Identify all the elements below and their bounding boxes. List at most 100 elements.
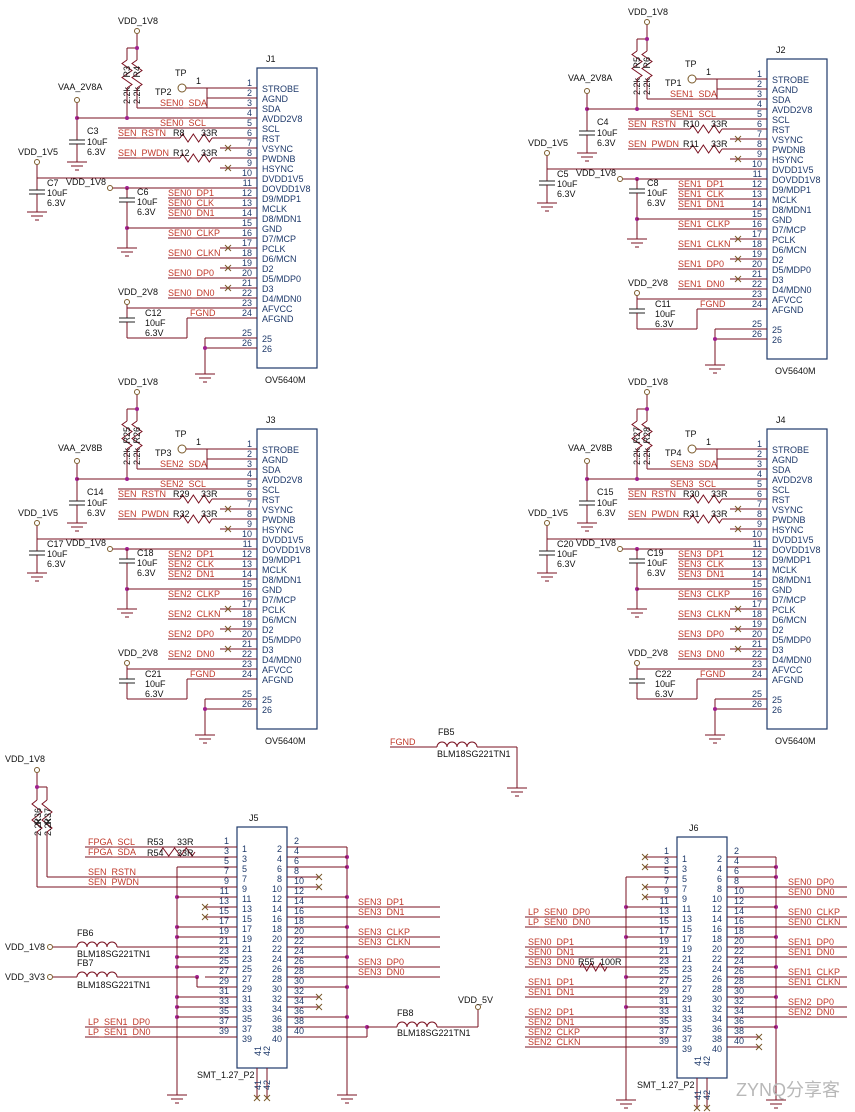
testpoint-label: TP bbox=[685, 59, 697, 69]
power-label: VDD_1V8 bbox=[66, 177, 106, 187]
cap-value: 10uF bbox=[87, 498, 108, 508]
power-port-icon bbox=[177, 444, 187, 454]
pin-name: SCL bbox=[772, 485, 790, 495]
nc-stroke bbox=[755, 1043, 763, 1051]
pin-number: 16 bbox=[294, 906, 304, 916]
pin-name: D9/MDP1 bbox=[262, 555, 301, 565]
part-number: OV5640M bbox=[265, 375, 306, 385]
cap-voltage: 6.3V bbox=[655, 689, 674, 699]
no-connect-icon bbox=[224, 144, 232, 152]
cap-ref: C22 bbox=[655, 669, 672, 679]
pin-number: 18 bbox=[242, 609, 252, 619]
net-label: FPGA_SCL bbox=[88, 837, 135, 847]
net-label: SEN3_CLKP bbox=[358, 927, 410, 937]
cap-voltage: 6.3V bbox=[87, 508, 106, 518]
cap-value: 10uF bbox=[597, 498, 618, 508]
net-label: SEN1_CLKN bbox=[788, 977, 841, 987]
testpoint-ref: TP2 bbox=[155, 87, 172, 97]
net-label: SEN0_DN0 bbox=[788, 887, 835, 897]
pin-number: 6 bbox=[277, 864, 282, 874]
pin-name: HSYNC bbox=[772, 525, 804, 535]
pin-name: RST bbox=[772, 495, 791, 505]
pin-name: D4/MDN0 bbox=[262, 655, 302, 665]
testpoint-label: TP bbox=[685, 429, 697, 439]
testpoint-ref: TP3 bbox=[155, 448, 172, 458]
pin-number: 18 bbox=[734, 926, 744, 936]
power-label: VAA_2V8B bbox=[568, 443, 612, 453]
ground-icon bbox=[577, 522, 597, 532]
pin-number: 3 bbox=[664, 856, 669, 866]
nc-stroke bbox=[734, 135, 742, 143]
pin-number: 15 bbox=[659, 916, 669, 926]
pin-number: 28 bbox=[294, 966, 304, 976]
pin-number: 30 bbox=[272, 984, 282, 994]
ground-icon bbox=[537, 202, 557, 212]
pin-number: 13 bbox=[659, 906, 669, 916]
nc-stroke bbox=[641, 883, 649, 891]
pin-number: 16 bbox=[752, 219, 762, 229]
net-label-dp1: SEN3_DP1 bbox=[678, 549, 724, 559]
net-label-dn1: SEN1_DN1 bbox=[678, 199, 725, 209]
no-connect-icon bbox=[734, 605, 742, 613]
net-label: SEN2_DP1 bbox=[528, 1007, 574, 1017]
pin-number: 17 bbox=[659, 926, 669, 936]
no-connect-icon bbox=[315, 873, 323, 881]
power-port-icon bbox=[124, 299, 130, 305]
pin-name: D2 bbox=[262, 625, 274, 635]
pin-number: 25 bbox=[242, 689, 252, 699]
pin-number: 1 bbox=[757, 439, 762, 449]
pin-number: 9 bbox=[757, 149, 762, 159]
pin-number: 13 bbox=[682, 914, 692, 924]
pin-number: 25 bbox=[242, 328, 252, 338]
power-port-icon bbox=[34, 767, 40, 773]
pin-number: 5 bbox=[682, 874, 687, 884]
no-connect-icon bbox=[201, 903, 209, 911]
power-label: VAA_2V8A bbox=[568, 73, 612, 83]
ferrite-part: BLM18SG221TN1 bbox=[77, 949, 151, 959]
power-label: VDD_1V8 bbox=[118, 16, 158, 26]
pin-number: 3 bbox=[242, 854, 247, 864]
resistor-value: 33R bbox=[201, 489, 218, 499]
cap-voltage: 6.3V bbox=[597, 138, 616, 148]
net-label-scl: SEN0_SCL bbox=[160, 118, 206, 128]
resistor-ref: R55 bbox=[578, 957, 595, 967]
pin-number: 36 bbox=[272, 1014, 282, 1024]
pin-number: 13 bbox=[219, 896, 229, 906]
net-label: SEN3_DN1 bbox=[358, 907, 405, 917]
power-port-icon bbox=[74, 97, 80, 103]
power-label: VDD_3V3 bbox=[5, 972, 45, 982]
pin-number: 38 bbox=[734, 1026, 744, 1036]
pin-number: 23 bbox=[659, 956, 669, 966]
pin-name: SCL bbox=[262, 485, 280, 495]
pin-name: DVDD1V5 bbox=[772, 165, 814, 175]
pin-name: D6/MCN bbox=[772, 615, 807, 625]
pin-number: 19 bbox=[659, 936, 669, 946]
pin-number: 8 bbox=[734, 876, 739, 886]
pin-number: 4 bbox=[757, 99, 762, 109]
power-port-icon bbox=[687, 444, 697, 454]
pin-number: 2 bbox=[247, 88, 252, 98]
pin-number: 7 bbox=[247, 138, 252, 148]
cap-ref: C12 bbox=[145, 308, 162, 318]
pin-name: AGND bbox=[772, 85, 799, 95]
resistor-ref: R37 bbox=[43, 808, 53, 825]
pin-number: 6 bbox=[757, 489, 762, 499]
net-label-control: SEN_PWDN bbox=[118, 509, 169, 519]
pin-number: 35 bbox=[682, 1024, 692, 1034]
pin-number: 7 bbox=[757, 499, 762, 509]
pin-name: MCLK bbox=[772, 565, 797, 575]
pin-number: 9 bbox=[224, 876, 229, 886]
pin-number: 14 bbox=[242, 208, 252, 218]
pin-name: AVDD2V8 bbox=[262, 114, 302, 124]
resistor-ref: R3 bbox=[122, 66, 132, 78]
pin-number: 37 bbox=[219, 1016, 229, 1026]
no-connect-icon bbox=[224, 284, 232, 292]
pin-number: 32 bbox=[734, 996, 744, 1006]
net-label-clkn: SEN0_CLKN bbox=[168, 248, 221, 258]
pin-number: 24 bbox=[752, 669, 762, 679]
ferrite-part: BLM18SG221TN1 bbox=[437, 749, 511, 759]
pin-name: STROBE bbox=[772, 445, 809, 455]
net-label-dn1: SEN2_DN1 bbox=[168, 569, 215, 579]
pin-name: DOVDD1V8 bbox=[262, 184, 311, 194]
